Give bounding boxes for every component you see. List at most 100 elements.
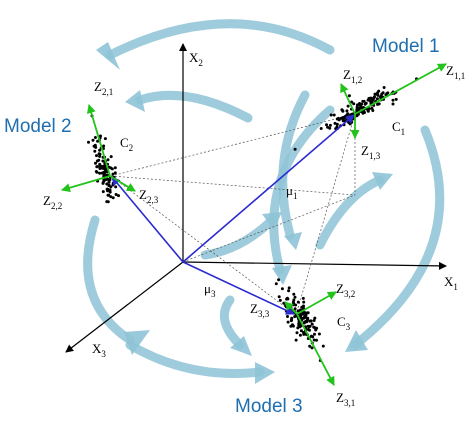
x3-axis	[65, 261, 184, 353]
data-point	[105, 200, 109, 204]
data-point	[98, 148, 102, 152]
data-point	[352, 102, 356, 106]
mean-vector-2	[111, 176, 184, 263]
data-point	[87, 140, 90, 144]
data-point	[107, 183, 111, 187]
data-point	[314, 328, 318, 332]
rotation-arrow-center-4	[219, 295, 252, 356]
data-point	[102, 174, 106, 178]
data-point	[386, 91, 390, 95]
data-point	[98, 152, 102, 156]
data-point	[296, 309, 300, 313]
data-point	[368, 98, 372, 102]
data-point	[101, 181, 105, 185]
z21-label: Z2,1	[94, 79, 113, 97]
data-point	[103, 137, 107, 141]
c3-label: C3	[337, 314, 351, 332]
data-point	[317, 332, 321, 336]
data-point	[310, 346, 314, 350]
data-point	[102, 144, 106, 148]
data-point	[111, 181, 115, 185]
z12-arrow	[340, 83, 356, 115]
rotation-arrows	[83, 19, 445, 384]
data-point	[306, 311, 310, 315]
z13-label: Z1,3	[361, 143, 381, 161]
data-point	[287, 286, 291, 290]
data-point	[101, 190, 105, 194]
data-point	[366, 109, 370, 113]
z33-arrow	[284, 301, 298, 315]
data-point	[286, 315, 289, 318]
rotation-arrow-top	[96, 19, 335, 70]
data-point	[341, 116, 344, 120]
data-point	[319, 127, 323, 130]
z22-arrow	[61, 175, 111, 193]
data-point	[98, 167, 102, 170]
data-point	[284, 305, 288, 309]
data-point	[375, 97, 379, 101]
data-point	[373, 92, 377, 96]
data-point	[91, 138, 95, 142]
data-point	[113, 166, 117, 170]
z23-arrow	[109, 175, 136, 192]
data-point	[347, 94, 351, 98]
data-point	[307, 325, 311, 329]
z11-label: Z1,1	[446, 63, 465, 81]
data-point	[101, 159, 105, 163]
mu1-label: μ1	[286, 183, 297, 201]
data-point	[96, 139, 100, 143]
data-point	[93, 149, 97, 153]
data-point	[291, 303, 295, 307]
data-point	[345, 109, 349, 113]
model-2-label: Model 2	[4, 116, 72, 137]
z32-arrow	[296, 291, 337, 315]
data-point	[358, 106, 362, 110]
data-point	[394, 97, 398, 101]
data-point	[296, 326, 300, 330]
data-point	[95, 159, 99, 163]
mu3-label: μ3	[204, 281, 216, 299]
data-point	[309, 319, 313, 323]
data-point	[360, 106, 364, 110]
data-point	[343, 115, 347, 118]
data-point	[384, 93, 388, 97]
data-point	[100, 171, 104, 175]
c2-label: C2	[120, 135, 133, 153]
rotation-arrow-center-3	[200, 212, 282, 260]
data-point	[93, 136, 97, 139]
x2-label: X2	[189, 50, 203, 68]
data-point	[310, 322, 314, 326]
data-point	[312, 338, 316, 342]
data-point	[298, 314, 302, 318]
rotation-arrow-center-2	[315, 172, 393, 250]
data-point	[306, 328, 310, 331]
data-point	[333, 121, 337, 125]
data-point	[98, 162, 102, 166]
data-point	[107, 178, 111, 182]
cluster-2-points	[87, 114, 120, 204]
mean-vector-3	[182, 261, 295, 315]
data-point	[109, 195, 113, 199]
data-point	[302, 300, 306, 304]
data-point	[274, 282, 278, 286]
rotation-arrow-upper-left	[125, 90, 253, 123]
data-point	[113, 171, 117, 175]
data-point	[312, 319, 316, 322]
data-point	[377, 89, 381, 93]
model-1-label: Model 1	[372, 36, 440, 57]
data-point	[308, 344, 312, 348]
data-point	[293, 315, 297, 319]
x1-axis	[182, 261, 447, 270]
data-point	[299, 329, 303, 333]
data-point	[329, 113, 333, 117]
data-point	[382, 86, 386, 89]
data-point	[391, 102, 395, 106]
data-point	[109, 166, 113, 170]
z31-arrow	[296, 313, 335, 386]
data-point	[346, 104, 350, 108]
data-point	[285, 297, 289, 301]
data-point	[295, 331, 299, 335]
rotation-arrow-bottom	[125, 340, 275, 384]
